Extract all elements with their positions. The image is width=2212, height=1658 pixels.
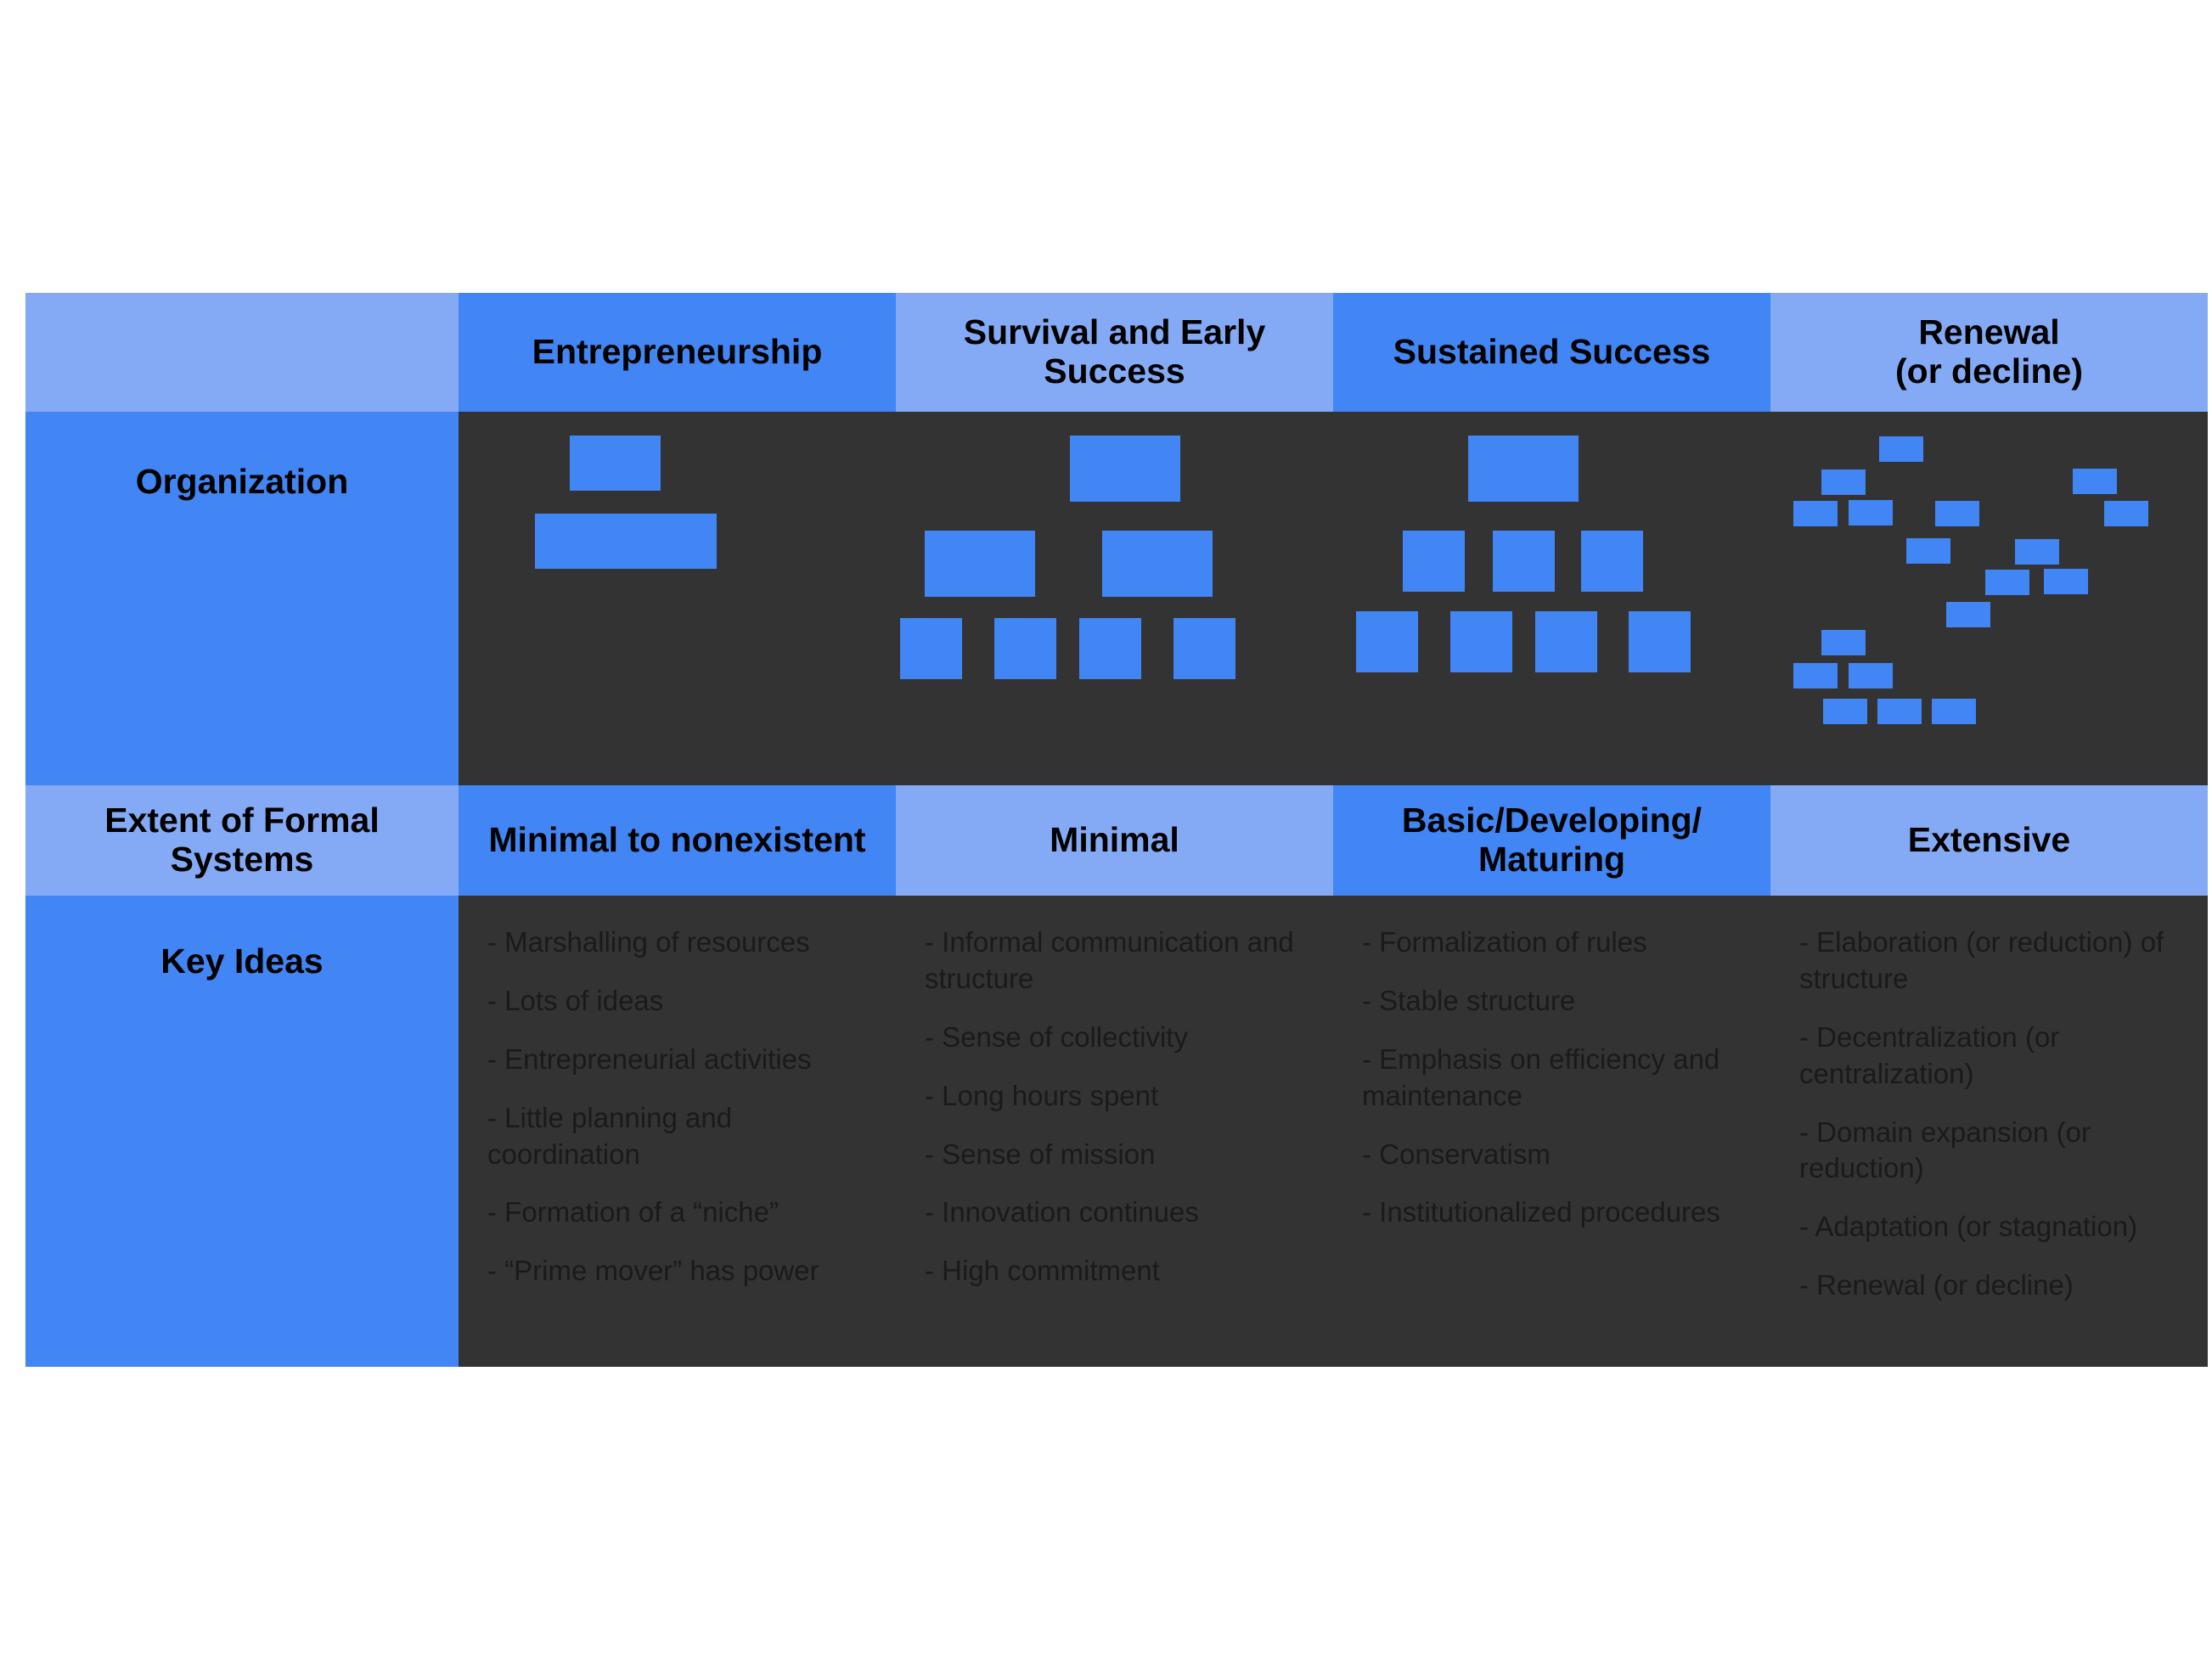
- org-node: [1849, 500, 1893, 526]
- key-idea-item: - Innovation continues: [925, 1196, 1199, 1228]
- key-idea-item: - Formalization of rules: [1362, 926, 1647, 958]
- org-node: [1932, 699, 1976, 724]
- key-idea-item: - “Prime mover” has power: [487, 1255, 819, 1287]
- org-node: [1823, 699, 1867, 724]
- key-idea-item: - Institutionalized procedures: [1362, 1196, 1720, 1228]
- org-node: [2044, 569, 2088, 594]
- key-idea-item: - Little planning and coordination: [487, 1101, 733, 1170]
- org-node: [1070, 436, 1180, 502]
- key-idea-item: - Lots of ideas: [487, 984, 664, 1016]
- key-ideas-list: - Elaboration (or reduction) of structur…: [1799, 925, 2186, 1326]
- org-chart-nodes: [459, 412, 896, 785]
- org-node: [1946, 602, 1990, 627]
- org-chart-nodes: [1770, 412, 2208, 785]
- extent-value: Minimal: [1050, 820, 1179, 860]
- org-node: [1493, 531, 1555, 592]
- org-node: [1450, 611, 1512, 672]
- org-node: [2015, 539, 2059, 565]
- row-label: Extent of Formal Systems: [104, 801, 380, 879]
- key-idea-item: - Conservatism: [1362, 1138, 1551, 1170]
- org-node: [1877, 699, 1922, 724]
- org-node: [900, 618, 962, 679]
- header-stage-survival-early-success: Survival and Early Success: [896, 293, 1333, 412]
- org-chart-nodes: [1333, 412, 1770, 785]
- key-idea-item: - Decentralization (or centralization): [1799, 1020, 2060, 1089]
- key-idea-item: - Domain expansion (or reduction): [1799, 1116, 2091, 1184]
- extent-value-renewal: Extensive: [1770, 785, 2208, 896]
- org-node: [1821, 630, 1866, 655]
- org-node: [1079, 618, 1141, 679]
- org-node: [925, 531, 1035, 597]
- org-node: [2073, 469, 2117, 494]
- org-chart-renewal: [1770, 412, 2208, 785]
- header-label: Entrepreneurship: [532, 332, 823, 372]
- header-stage-entrepreneurship: Entrepreneurship: [459, 293, 896, 412]
- key-ideas-sustained-success: - Formalization of rules - Stable structu…: [1333, 896, 1770, 1367]
- key-idea-item: - Adaptation (or stagnation): [1799, 1211, 2138, 1243]
- header-stage-sustained-success: Sustained Success: [1333, 293, 1770, 412]
- extent-value: Minimal to nonexistent: [488, 820, 866, 860]
- extent-value: Extensive: [1907, 820, 2071, 860]
- key-idea-item: - Renewal (or decline): [1799, 1269, 2074, 1301]
- extent-value-survival-early-success: Minimal: [896, 785, 1333, 896]
- org-node: [1849, 663, 1893, 688]
- org-chart-sustained-success: [1333, 412, 1770, 785]
- org-node: [535, 514, 626, 569]
- org-chart-nodes: [896, 412, 1333, 785]
- org-node: [1935, 501, 1979, 526]
- key-idea-item: - Informal communication and structure: [925, 926, 1294, 994]
- lifecycle-table: Entrepreneurship Survival and Early Succ…: [25, 293, 2208, 1367]
- key-ideas-renewal: - Elaboration (or reduction) of structur…: [1770, 896, 2208, 1367]
- org-chart-entrepreneurship: [459, 412, 896, 785]
- org-node: [626, 514, 717, 569]
- org-node: [1468, 436, 1579, 502]
- key-idea-item: - Formation of a “niche”: [487, 1196, 779, 1228]
- key-ideas-survival-early-success: - Informal communication and structure - …: [896, 896, 1333, 1367]
- key-idea-item: - Stable structure: [1362, 984, 1576, 1016]
- key-idea-item: - Long hours spent: [925, 1079, 1159, 1111]
- header-label: Renewal (or decline): [1895, 312, 2083, 391]
- org-node: [1821, 469, 1866, 495]
- key-idea-item: - Emphasis on efficiency and maintenance: [1362, 1043, 1720, 1111]
- row-label: Organization: [135, 462, 349, 501]
- row-label-key-ideas: Key Ideas: [25, 896, 459, 1367]
- org-node: [994, 618, 1056, 679]
- org-node: [1535, 611, 1597, 672]
- key-idea-item: - Marshalling of resources: [487, 926, 810, 958]
- org-chart-survival-early-success: [896, 412, 1333, 785]
- key-idea-item: - Sense of collectivity: [925, 1020, 1188, 1053]
- org-node: [1581, 531, 1643, 592]
- org-node: [1906, 538, 1950, 564]
- org-node: [1403, 531, 1465, 592]
- key-idea-item: - Sense of mission: [925, 1138, 1156, 1170]
- key-idea-item: - Entrepreneurial activities: [487, 1043, 812, 1075]
- header-label: Sustained Success: [1393, 332, 1711, 372]
- key-ideas-entrepreneurship: - Marshalling of resources - Lots of idea…: [459, 896, 896, 1367]
- key-ideas-list: - Marshalling of resources - Lots of idea…: [487, 925, 874, 1312]
- extent-value-sustained-success: Basic/Developing/ Maturing: [1333, 785, 1770, 896]
- org-node: [2104, 501, 2148, 526]
- org-node: [570, 436, 661, 491]
- header-stage-renewal: Renewal (or decline): [1770, 293, 2208, 412]
- org-node: [1985, 570, 2029, 595]
- org-node: [1793, 501, 1838, 526]
- extent-value: Basic/Developing/ Maturing: [1401, 801, 1703, 879]
- org-node: [1102, 531, 1213, 597]
- org-node: [1793, 663, 1838, 688]
- row-label: Key Ideas: [160, 941, 324, 981]
- org-node: [1356, 611, 1418, 672]
- org-node: [1174, 618, 1235, 679]
- key-idea-item: - High commitment: [925, 1255, 1160, 1287]
- org-node: [1629, 611, 1691, 672]
- key-ideas-list: - Informal communication and structure - …: [925, 925, 1311, 1312]
- row-label-extent-of-formal-systems: Extent of Formal Systems: [25, 785, 459, 896]
- org-node: [1879, 436, 1923, 462]
- extent-value-entrepreneurship: Minimal to nonexistent: [459, 785, 896, 896]
- key-idea-item: - Elaboration (or reduction) of structur…: [1799, 926, 2164, 994]
- header-corner-cell: [25, 293, 459, 412]
- key-ideas-list: - Formalization of rules - Stable structu…: [1362, 925, 1748, 1253]
- header-label: Survival and Early Success: [963, 312, 1266, 391]
- row-label-organization: Organization: [25, 412, 459, 785]
